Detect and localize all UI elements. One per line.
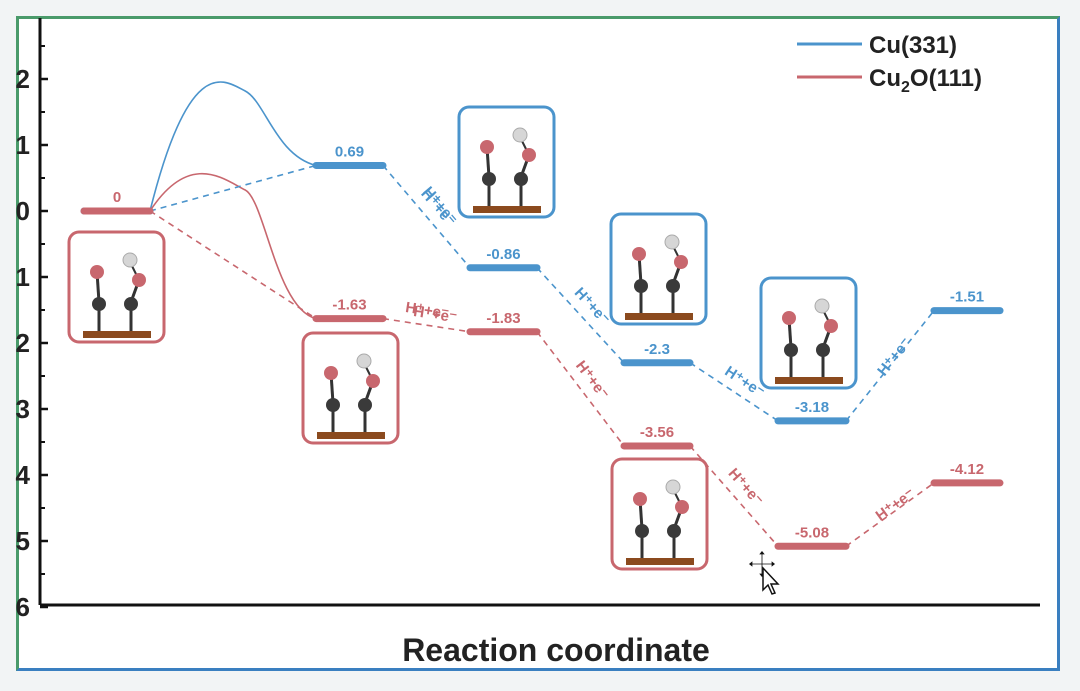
structure-box — [759, 276, 858, 390]
y-tick-label: 0 — [16, 196, 30, 226]
legend-label: Cu2O(111) — [869, 65, 982, 96]
carbon-atom — [667, 524, 681, 538]
step-label: H⁺+e⁻ — [412, 303, 458, 326]
carbon-atom — [124, 297, 138, 311]
level-value-label: -1.63 — [332, 297, 366, 314]
adsorbate-structure-icon — [67, 230, 166, 344]
oxygen-atom — [633, 492, 647, 506]
oxygen-atom — [480, 140, 494, 154]
level-value-label: -1.51 — [950, 289, 984, 306]
level-value-label: -3.18 — [795, 399, 829, 416]
legend-label: Cu(331) — [869, 32, 957, 59]
legend: Cu(331) Cu2O(111) — [797, 32, 982, 96]
carbon-atom — [666, 279, 680, 293]
surface-slab — [625, 313, 693, 320]
level-value-label: -5.08 — [795, 524, 829, 541]
barrier-curve — [149, 172, 317, 320]
surface-slab — [317, 432, 385, 439]
level-value-label: -0.86 — [486, 246, 520, 263]
surface-slab — [626, 558, 694, 565]
carbon-atom — [514, 172, 528, 186]
level-value-label: 0 — [113, 189, 121, 206]
connector — [149, 164, 317, 212]
oxygen-atom — [132, 273, 146, 287]
step-label: H⁺+e⁻ — [874, 334, 915, 379]
oxygen-atom — [324, 366, 338, 380]
carbon-atom — [784, 343, 798, 357]
structure-box — [609, 212, 708, 326]
y-tick-label: 6 — [16, 592, 30, 622]
step-label: H⁺+e⁻ — [873, 485, 919, 524]
y-tick-label: 2 — [16, 328, 30, 358]
barrier-curve — [149, 81, 317, 212]
hydrogen-atom — [814, 298, 830, 314]
carbon-atom — [482, 172, 496, 186]
oxygen-atom — [522, 148, 536, 162]
level-value-label: -3.56 — [640, 424, 674, 441]
oxygen-atom — [824, 319, 838, 333]
level-value-label: -4.12 — [950, 461, 984, 478]
hydrogen-atom — [122, 252, 138, 268]
surface-slab — [473, 206, 541, 213]
connector — [845, 310, 935, 422]
oxygen-atom — [674, 255, 688, 269]
adsorbate-structure-icon — [759, 276, 858, 390]
y-tick-label: 3 — [16, 394, 30, 424]
level-labels: 0.69 -0.86 -2.3 -3.18 -1.51 0 -1.63 -1.83 -3.56 -… — [113, 143, 984, 541]
carbon-atom — [92, 297, 106, 311]
y-tick-label: 5 — [16, 526, 30, 556]
step-label: H⁺+e⁻ — [404, 299, 450, 322]
adsorbate-structure-icon — [301, 331, 400, 445]
energy-levels — [80, 161, 1004, 550]
level-value-label: -1.83 — [486, 310, 520, 327]
carbon-atom — [326, 398, 340, 412]
structure-box — [67, 230, 166, 344]
level-value-label: -2.3 — [644, 341, 670, 358]
oxygen-atom — [366, 374, 380, 388]
hydrogen-atom — [356, 353, 372, 369]
carbon-atom — [816, 343, 830, 357]
structures — [67, 105, 858, 571]
structure-box — [610, 457, 709, 571]
adsorbate-structure-icon — [610, 457, 709, 571]
structure-box — [457, 105, 556, 219]
oxygen-atom — [90, 265, 104, 279]
move-cursor-icon — [747, 549, 780, 595]
carbon-atom — [358, 398, 372, 412]
level-value-label: 0.69 — [335, 143, 364, 160]
barrier-curves — [149, 81, 317, 320]
oxygen-atom — [632, 247, 646, 261]
y-tick-label: 1 — [16, 262, 30, 292]
connector — [382, 317, 471, 333]
connector — [149, 210, 317, 320]
x-axis-label: Reaction coordinate — [402, 632, 710, 668]
surface-slab — [775, 377, 843, 384]
connector — [382, 164, 471, 269]
hydrogen-atom — [512, 127, 528, 143]
connector — [845, 482, 935, 547]
hydrogen-atom — [664, 234, 680, 250]
y-tick-label: 1 — [16, 130, 30, 160]
step-label: H⁺+e⁻ — [572, 358, 612, 403]
oxygen-atom — [782, 311, 796, 325]
adsorbate-structure-icon — [609, 212, 708, 326]
carbon-atom — [634, 279, 648, 293]
y-tick-label: 2 — [16, 64, 30, 94]
oxygen-atom — [675, 500, 689, 514]
structure-box — [301, 331, 400, 445]
step-label: H⁺+e⁻ — [725, 465, 767, 509]
connector — [536, 331, 625, 447]
step-label: H⁺+e⁻ — [571, 284, 613, 328]
adsorbate-structure-icon — [457, 105, 556, 219]
surface-slab — [83, 331, 151, 338]
carbon-atom — [635, 524, 649, 538]
hydrogen-atom — [665, 479, 681, 495]
y-ticks: 6 5 4 3 2 1 0 1 2 — [16, 45, 48, 622]
y-tick-label: 4 — [16, 460, 31, 490]
